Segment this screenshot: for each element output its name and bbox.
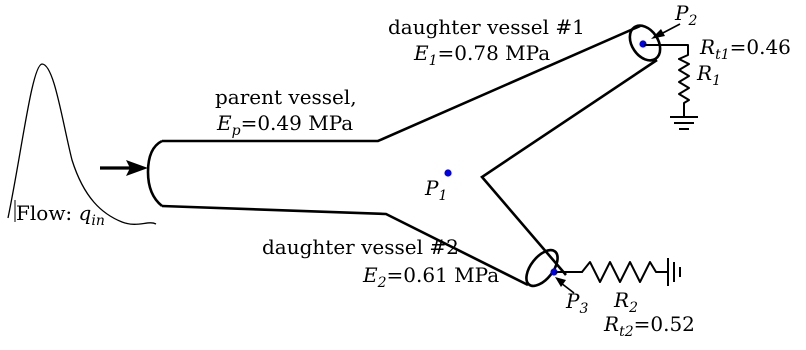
parent-vessel-inlet — [146, 139, 163, 208]
daughter2-title: daughter vessel #2 — [262, 235, 459, 259]
parent-vessel-title: parent vessel, — [215, 85, 357, 109]
parent-upper-wall-to-daughter1 — [162, 24, 641, 143]
parent-vessel-modulus: Ep=0.49 MPa — [216, 111, 353, 139]
circuit1-lead — [644, 44, 689, 60]
daughter2-modulus: E2=0.61 MPa — [362, 263, 499, 291]
resistor-r1-zigzag — [678, 58, 690, 104]
rt1-label: Rt1=0.46 — [699, 35, 791, 63]
daughter1-modulus: E1=0.78 MPa — [413, 41, 550, 69]
point-p1-label: P1 — [424, 176, 447, 204]
p2-pointer-head — [651, 29, 665, 39]
point-p2-label: P2 — [674, 1, 697, 29]
parent-lower-wall-to-daughter2 — [161, 204, 529, 287]
point-p3-label: P3 — [565, 289, 588, 317]
p3-pointer-head — [555, 277, 566, 287]
daughter1-title: daughter vessel #1 — [388, 15, 585, 39]
inflow-arrow-head — [126, 160, 148, 176]
point-p3-marker — [550, 268, 558, 276]
r1-label: R1 — [696, 61, 721, 89]
daughter1-inner-wall — [480, 58, 658, 276]
point-p1-marker — [444, 169, 452, 177]
rt2-label: Rt2=0.52 — [603, 312, 695, 340]
flow-label: Flow: qin — [16, 201, 105, 229]
daughter2-outlet — [525, 248, 559, 288]
resistor-r2-zigzag — [581, 261, 669, 283]
r2-label: R2 — [613, 288, 638, 316]
inflow-waveform — [7, 63, 157, 225]
p3-pointer-shaft — [560, 282, 575, 294]
